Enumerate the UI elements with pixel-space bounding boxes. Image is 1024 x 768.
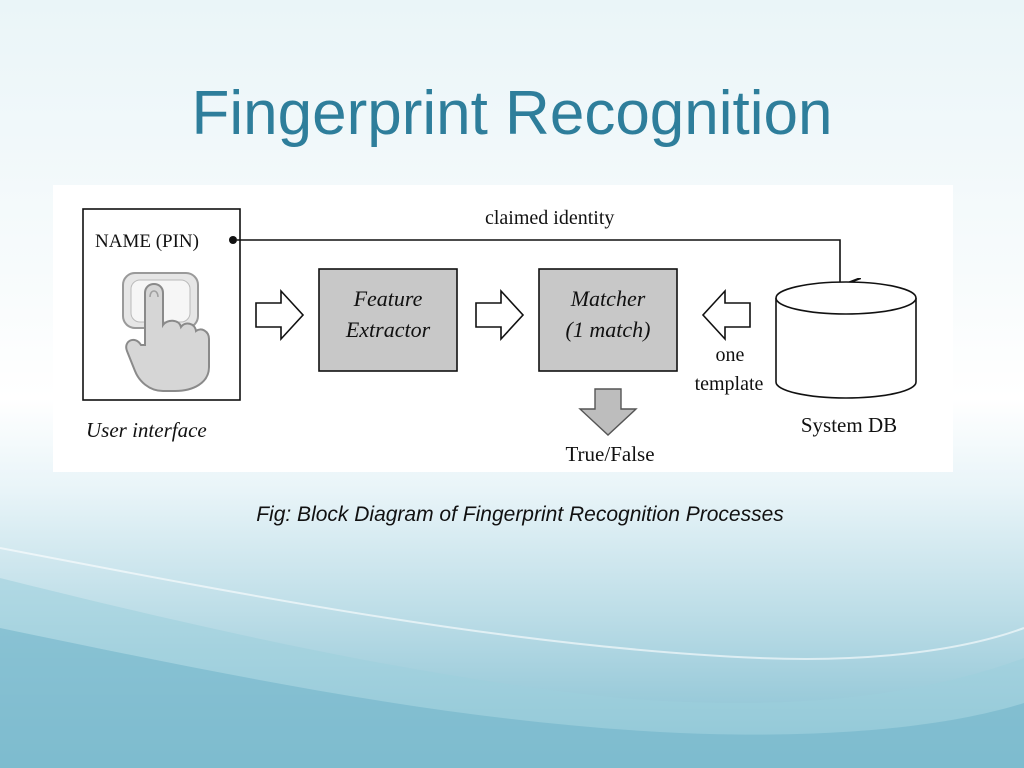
matcher-line2: (1 match) — [566, 317, 651, 342]
user-interface-label: User interface — [86, 418, 207, 442]
slide-title: Fingerprint Recognition — [191, 79, 833, 148]
connection-dot — [229, 236, 237, 244]
feature-extractor-line2: Extractor — [345, 317, 431, 342]
output-label: True/False — [565, 442, 654, 466]
system-database-label: System DB — [801, 413, 897, 437]
figure-caption: Fig: Block Diagram of Fingerprint Recogn… — [256, 503, 784, 526]
template-label-line1: one — [716, 344, 745, 366]
claimed-identity-label: claimed identity — [485, 207, 614, 229]
system-database-icon — [775, 281, 917, 399]
output-arrow — [578, 388, 638, 436]
matcher-line1: Matcher — [570, 286, 646, 311]
template-label-line2: template — [695, 373, 764, 395]
feature-extractor-box — [318, 268, 458, 372]
arrow-from-database — [701, 288, 751, 342]
block-diagram: NAME (PIN) User interface claimed identi… — [53, 185, 953, 472]
fingerprint-scanner-icon — [122, 272, 210, 392]
feature-extractor-line1: Feature — [353, 286, 423, 311]
matcher-box — [538, 268, 678, 372]
arrow-to-feature-extractor — [255, 288, 305, 342]
claimed-identity-connector — [237, 239, 840, 286]
background-wave — [0, 547, 1024, 768]
arrow-to-matcher — [475, 288, 525, 342]
name-pin-label: NAME (PIN) — [95, 231, 199, 252]
block-diagram-canvas: NAME (PIN) User interface claimed identi… — [82, 207, 917, 466]
